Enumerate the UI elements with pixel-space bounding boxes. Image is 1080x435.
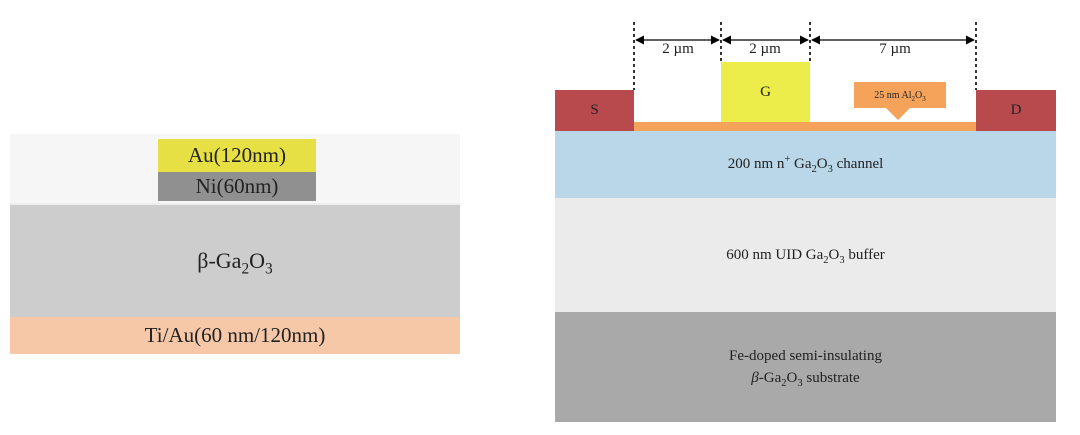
oxide-callout: 25 nm Al2O3	[854, 82, 946, 108]
oxide-callout-label: 25 nm Al2O3	[874, 89, 926, 103]
buffer-label: 600 nm UID Ga2O3 buffer	[726, 246, 885, 266]
fe-doped-substrate-layer: Fe-doped semi-insulating β-Ga2O3 substra…	[555, 312, 1056, 422]
al2o3-oxide-layer	[634, 122, 976, 131]
ni-layer: Ni(60nm)	[158, 172, 316, 201]
substrate-label-line1: Fe-doped semi-insulating	[729, 348, 882, 364]
ti-au-layer-label: Ti/Au(60 nm/120nm)	[144, 323, 326, 347]
gate-contact: G	[721, 62, 810, 122]
ni-layer-label: Ni(60nm)	[195, 174, 279, 198]
drain-label: D	[1010, 102, 1022, 118]
ga2o3-layer-label: β-Ga2O3	[197, 248, 273, 278]
drain-contact: D	[976, 90, 1056, 131]
au-layer-label: Au(120nm)	[188, 143, 286, 167]
dimension-label-gate-length: 2 µm	[735, 38, 795, 60]
channel-label: 200 nm n+ Ga2O3 channel	[727, 154, 884, 175]
source-label: S	[590, 102, 599, 118]
au-layer: Au(120nm)	[158, 139, 316, 172]
channel-layer: 200 nm n+ Ga2O3 channel	[555, 131, 1056, 198]
gate-label: G	[760, 83, 771, 100]
source-contact: S	[555, 90, 634, 131]
oxide-callout-arrow-icon	[886, 108, 910, 120]
dimension-label-gate-drain: 7 µm	[865, 38, 925, 60]
substrate-label-line2: β-Ga2O3 substrate	[751, 370, 860, 389]
ga2o3-layer: β-Ga2O3	[10, 203, 460, 317]
uid-buffer-layer: 600 nm UID Ga2O3 buffer	[555, 198, 1056, 312]
ti-au-back-contact-layer: Ti/Au(60 nm/120nm)	[10, 317, 460, 354]
dimension-label-source-gate: 2 µm	[648, 38, 708, 60]
